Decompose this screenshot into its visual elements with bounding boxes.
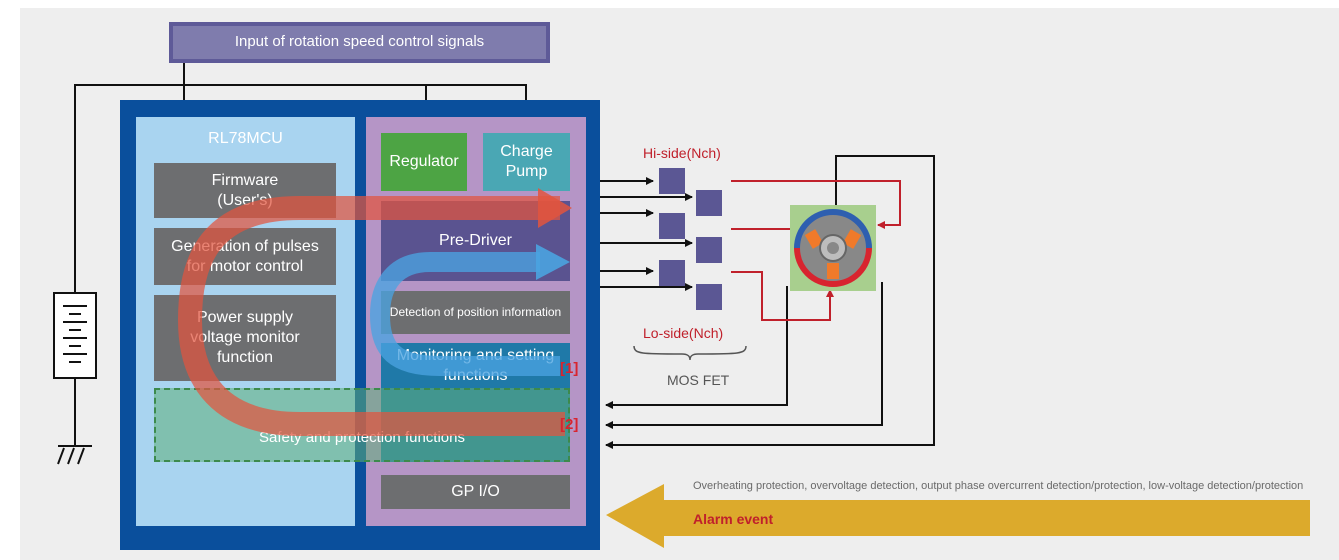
fet-lo-2 xyxy=(696,237,722,263)
input-signals-box: Input of rotation speed control signals xyxy=(169,22,550,63)
fet-lo-1 xyxy=(696,190,722,216)
gpio-block: GP I/O xyxy=(381,475,570,509)
battery-icon xyxy=(53,292,97,379)
motor-icon xyxy=(790,205,876,291)
marker-1: [1] xyxy=(560,360,579,377)
marker-2: [2] xyxy=(560,416,579,433)
fet-hi-2 xyxy=(659,213,685,239)
protection-list: Overheating protection, overvoltage dete… xyxy=(693,480,1304,492)
fet-hi-1 xyxy=(659,168,685,194)
mos-fet-brace xyxy=(633,345,747,361)
hi-side-label: Hi-side(Nch) xyxy=(643,145,721,161)
regulator-block: Regulator xyxy=(381,133,467,191)
mos-fet-label: MOS FET xyxy=(667,372,730,388)
alarm-arrow xyxy=(606,484,1310,548)
fet-hi-3 xyxy=(659,260,685,286)
fet-lo-3 xyxy=(696,284,722,310)
ground-symbol xyxy=(57,440,92,465)
lo-side-label: Lo-side(Nch) xyxy=(643,325,724,341)
charge-pump-block: Charge Pump xyxy=(483,133,570,191)
mcu-title: RL78MCU xyxy=(208,130,283,147)
alarm-event-label: Alarm event xyxy=(693,511,774,527)
